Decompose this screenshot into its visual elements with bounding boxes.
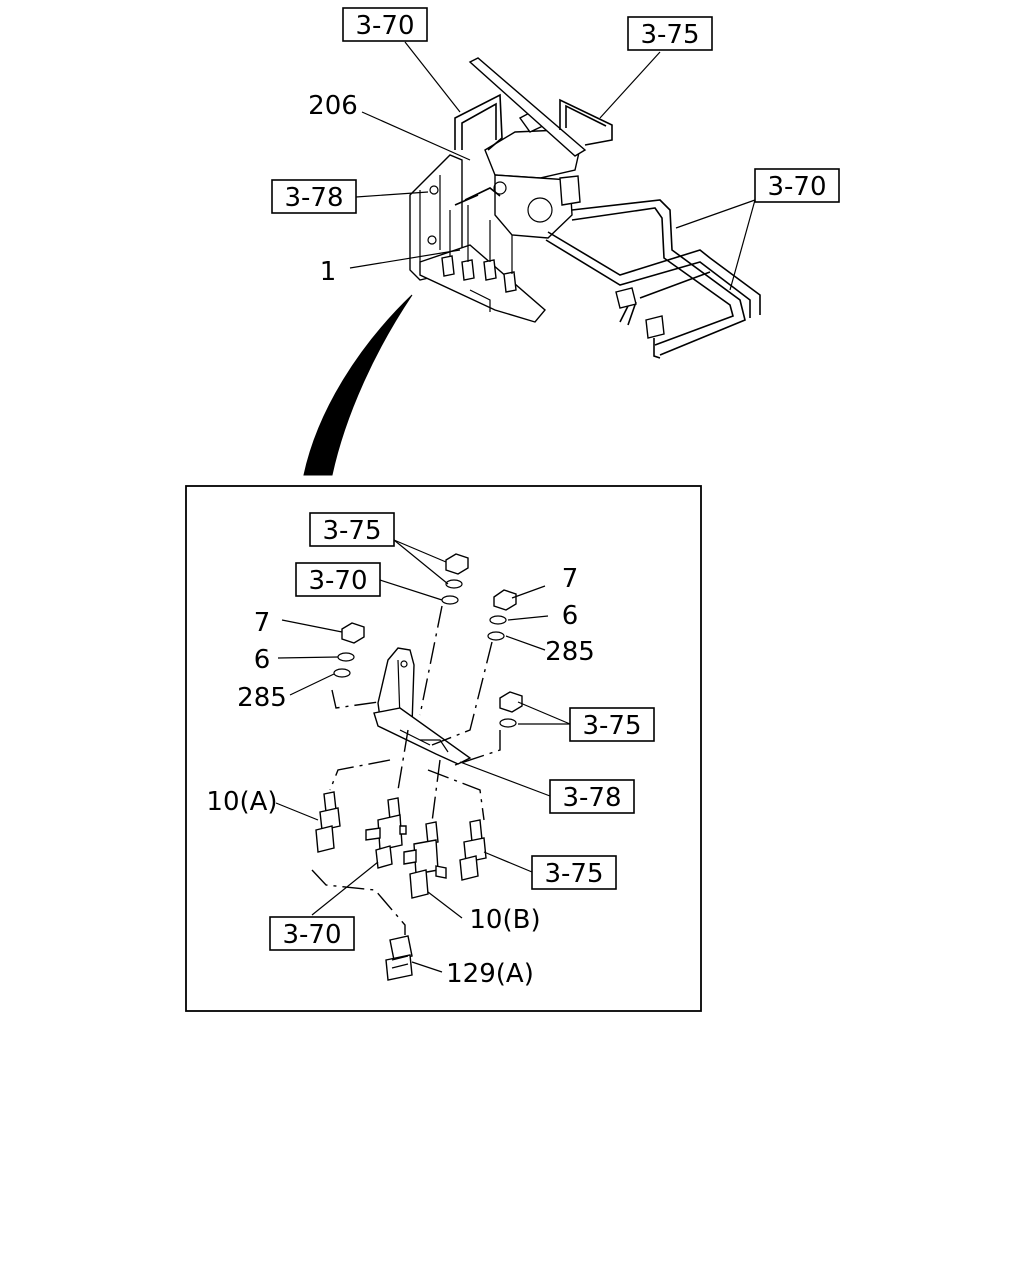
- part-number-7-left: 7: [254, 608, 271, 638]
- ref-label: 3-78: [562, 783, 621, 813]
- part-number-10a: 10(A): [206, 787, 277, 817]
- ref-label: 3-75: [582, 711, 641, 741]
- leader-line: [411, 961, 443, 973]
- leader-line: [483, 851, 533, 873]
- part-number-129a: 129(A): [446, 959, 534, 989]
- ref-label: 3-70: [355, 11, 414, 41]
- ref-label: 3-70: [308, 566, 367, 596]
- leader-line: [289, 673, 335, 696]
- leader-line: [355, 191, 429, 198]
- part-number-7-right: 7: [562, 564, 579, 594]
- ref-label: 3-70: [767, 172, 826, 202]
- leader-line: [511, 585, 546, 599]
- ref-label: 3-78: [284, 183, 343, 213]
- leader-line: [275, 802, 319, 821]
- leader-line: [505, 635, 546, 651]
- top-assembly-illustration: [409, 57, 761, 359]
- leader-line: [311, 861, 379, 916]
- ref-label: 3-75: [322, 516, 381, 546]
- ref-box-3-78-top[interactable]: 3-78: [271, 179, 357, 214]
- ref-label: 3-75: [544, 859, 603, 889]
- leader-line: [379, 579, 443, 601]
- leader-line: [404, 41, 461, 113]
- ref-box-3-78-detail[interactable]: 3-78: [549, 779, 635, 814]
- leader-line: [427, 891, 463, 919]
- ref-box-3-75-detail-bottom[interactable]: 3-75: [531, 855, 617, 890]
- leader-line: [459, 761, 551, 797]
- ref-box-3-70-top[interactable]: 3-70: [342, 7, 428, 42]
- leader-line: [277, 656, 339, 659]
- detail-callout-arrow: [303, 294, 413, 476]
- detail-frame: [185, 485, 702, 1012]
- part-number-10b: 10(B): [469, 905, 540, 935]
- leader-line: [349, 249, 461, 269]
- leader-line: [675, 199, 756, 229]
- leader-line: [517, 701, 571, 725]
- ref-label: 3-75: [640, 20, 699, 50]
- part-number-6-right: 6: [562, 601, 579, 631]
- part-number-1: 1: [320, 257, 337, 287]
- leader-line: [393, 539, 449, 585]
- ref-label: 3-70: [282, 920, 341, 950]
- leader-line: [507, 615, 549, 621]
- part-number-206: 206: [308, 91, 358, 121]
- leader-line: [361, 111, 471, 161]
- detail-illustration: [311, 553, 523, 981]
- part-number-285-right: 285: [545, 637, 595, 667]
- leader-line: [729, 199, 756, 291]
- ref-box-3-70-right[interactable]: 3-70: [754, 168, 840, 203]
- ref-box-3-70-detail-top[interactable]: 3-70: [295, 562, 381, 597]
- leader-line: [393, 539, 447, 563]
- ref-box-3-75-top[interactable]: 3-75: [627, 16, 713, 51]
- ref-box-3-75-detail-top[interactable]: 3-75: [309, 512, 395, 547]
- part-number-285-left: 285: [237, 683, 287, 713]
- ref-box-3-75-detail-right[interactable]: 3-75: [569, 707, 655, 742]
- leader-line: [281, 619, 343, 633]
- part-number-6-left: 6: [254, 645, 271, 675]
- leader-line: [599, 51, 661, 119]
- ref-box-3-70-detail-bottom[interactable]: 3-70: [269, 916, 355, 951]
